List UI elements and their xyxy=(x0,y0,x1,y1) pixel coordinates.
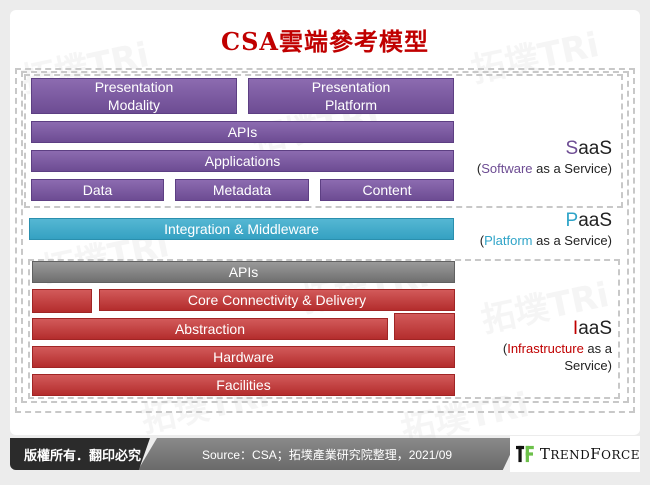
saas-suffix: as a Service) xyxy=(532,161,612,176)
trendforce-logo: TRENDFORCE xyxy=(510,436,640,472)
paas-label: PaaS (Platform as a Service) xyxy=(480,210,612,249)
core-connectivity-block: Core Connectivity & Delivery xyxy=(99,289,455,311)
presentation-modality-block: Presentation Modality xyxy=(31,78,237,114)
saas-apis-block: APIs xyxy=(31,121,454,143)
block-label: Presentation xyxy=(94,79,174,95)
block-label: Presentation xyxy=(311,79,391,95)
brand-part: T xyxy=(539,445,551,463)
paas-suffix: as a Service) xyxy=(532,233,612,248)
paren: ( xyxy=(502,341,508,356)
trendforce-logo-icon xyxy=(516,445,534,463)
hardware-block: Hardware xyxy=(32,346,455,368)
iaas-boundary xyxy=(15,68,635,413)
metadata-block: Metadata xyxy=(175,179,309,201)
iaas-rest: aaS xyxy=(578,318,612,339)
paas-rest: aaS xyxy=(578,210,612,231)
paas-accent-word: Platform xyxy=(484,233,533,248)
iaas-label: IaaS (Infrastructure as a Service) xyxy=(503,318,612,374)
paren: ( xyxy=(479,233,485,248)
facilities-block: Facilities xyxy=(32,374,455,396)
presentation-platform-block: Presentation Platform xyxy=(248,78,454,114)
source-note: Source：CSA；拓墣產業研究院整理，2021/09 xyxy=(138,438,518,470)
abstraction-block: Abstraction xyxy=(32,318,388,340)
saas-label: SaaS (Software as a Service) xyxy=(477,138,612,177)
saas-rest: aaS xyxy=(578,138,612,159)
iaas-suffix: as a xyxy=(583,341,612,356)
core-left-stub xyxy=(32,289,92,313)
data-block: Data xyxy=(31,179,164,201)
saas-boundary xyxy=(24,74,623,208)
brand-part: REND xyxy=(550,448,591,462)
page-title: CSA雲端參考模型 xyxy=(220,27,430,56)
paren: ( xyxy=(476,161,482,176)
applications-block: Applications xyxy=(31,150,454,172)
content-block: Content xyxy=(320,179,454,201)
iaas-initial: I xyxy=(572,318,579,339)
paas-boundary xyxy=(21,71,629,403)
brand-name: TRENDFORCE xyxy=(540,445,640,463)
iaas-apis-block: APIs xyxy=(32,261,455,283)
saas-accent-word: Software xyxy=(481,161,533,176)
iaas-suffix-line2: Service) xyxy=(564,358,612,373)
block-label: Platform xyxy=(324,97,378,113)
paas-inner-divider xyxy=(28,259,620,399)
brand-part: ORCE xyxy=(601,448,640,462)
paas-initial: P xyxy=(565,210,579,231)
iaas-accent-word: Infrastructure xyxy=(507,341,584,356)
saas-initial: S xyxy=(565,138,579,159)
brand-part: F xyxy=(590,445,602,463)
integration-middleware-block: Integration & Middleware xyxy=(29,218,454,240)
abstraction-right-stub xyxy=(394,313,455,340)
footer: Source：CSA；拓墣產業研究院整理，2021/09 版權所有．翻印必究 T… xyxy=(10,436,640,472)
copyright-notice: 版權所有．翻印必究 xyxy=(10,438,150,470)
block-label: Modality xyxy=(107,97,161,113)
